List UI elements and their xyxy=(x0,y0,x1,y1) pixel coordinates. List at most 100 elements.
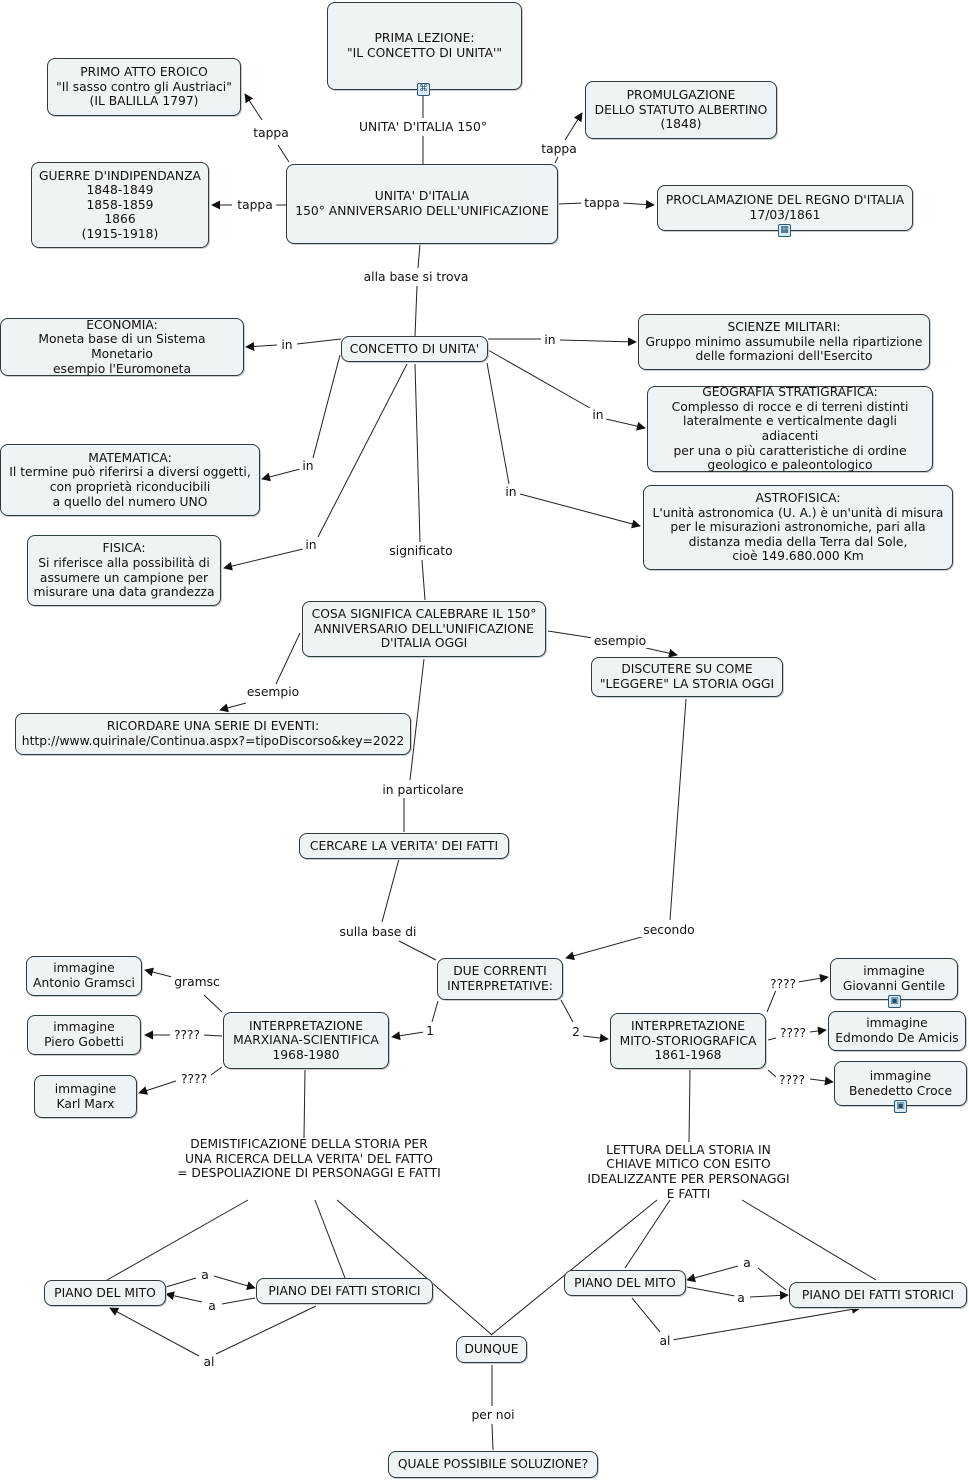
link-unknown: ???? xyxy=(775,1073,809,1087)
edge xyxy=(106,1199,249,1281)
node-unita-main[interactable]: UNITA' D'ITALIA 150° ANNIVERSARIO DELL'U… xyxy=(286,164,558,244)
image-icon[interactable]: ▣ xyxy=(894,1100,907,1113)
link-al: al xyxy=(656,1334,674,1348)
edge xyxy=(336,1199,493,1336)
edge xyxy=(109,1307,200,1357)
node-guerre[interactable]: GUERRE D'INDIPENDANZA 1848-1849 1858-185… xyxy=(31,162,209,248)
edge xyxy=(767,1069,777,1078)
link-al: al xyxy=(200,1355,218,1369)
link-significato: significato xyxy=(386,544,456,558)
node-economia[interactable]: ECONOMIA: Moneta base di un Sistema Mone… xyxy=(0,318,244,376)
node-concetto[interactable]: CONCETTO DI UNITA' xyxy=(341,336,488,362)
node-due-correnti[interactable]: DUE CORRENTI INTERPRETATIVE: xyxy=(437,958,563,1000)
concept-map-icon[interactable]: ⌘ xyxy=(417,83,430,96)
edge xyxy=(686,1265,739,1283)
node-croce[interactable]: immagine Benedetto Croce xyxy=(834,1061,967,1106)
link-tappa: tappa xyxy=(234,198,276,212)
edge xyxy=(620,200,655,210)
link-unita-150: UNITA' D'ITALIA 150° xyxy=(356,120,490,134)
edge xyxy=(223,548,304,571)
node-discutere[interactable]: DISCUTERE SU COME "LEGGERE" LA STORIA OG… xyxy=(591,657,783,697)
edge xyxy=(317,363,408,538)
edge xyxy=(565,935,646,961)
node-gobetti[interactable]: immagine Piero Gobetti xyxy=(27,1015,141,1055)
link-a: a xyxy=(734,1291,748,1305)
node-fisica[interactable]: FISICA: Si riferisce alla possibilità di… xyxy=(27,535,221,606)
node-piano-fatti-right[interactable]: PIANO DEI FATTI STORICI xyxy=(789,1282,967,1308)
edge xyxy=(749,1290,789,1300)
edge xyxy=(165,1277,197,1288)
node-cercare[interactable]: CERCARE LA VERITA' DEI FATTI xyxy=(299,833,509,859)
edge xyxy=(215,1305,317,1355)
edge xyxy=(766,989,777,1013)
edge xyxy=(391,1031,425,1041)
link-one: 1 xyxy=(423,1024,437,1038)
link-in: in xyxy=(302,538,320,552)
node-gramsci[interactable]: immagine Antonio Gramsci xyxy=(26,956,142,996)
edge xyxy=(582,1033,609,1043)
edge xyxy=(491,1423,494,1451)
node-ricordare[interactable]: RICORDARE UNA SERIE DI EVENTI: http://ww… xyxy=(15,713,411,755)
edge xyxy=(669,698,687,921)
node-soluzione[interactable]: QUALE POSSIBILE SOLUZIONE? xyxy=(388,1451,598,1478)
edge xyxy=(797,973,829,983)
link-in: in xyxy=(299,459,317,473)
edge xyxy=(381,858,400,923)
node-astrofisica[interactable]: ASTROFISICA: L'unità astronomica (U. A.)… xyxy=(643,485,953,570)
node-cosa-significa[interactable]: COSA SIGNIFICA CALEBRARE IL 150° ANNIVER… xyxy=(302,601,546,657)
link-tappa: tappa xyxy=(538,142,580,156)
edge xyxy=(741,1199,877,1281)
link-esempio: esempio xyxy=(243,685,303,699)
node-mito-storiografica[interactable]: INTERPRETAZIONE MITO-STORIOGRAFICA 1861-… xyxy=(610,1013,766,1069)
node-statuto[interactable]: PROMULGAZIONE DELLO STATUTO ALBERTINO (1… xyxy=(585,81,777,139)
edge xyxy=(560,999,574,1023)
edge xyxy=(203,994,223,1013)
edge xyxy=(809,1026,827,1036)
node-lettura[interactable]: LETTURA DELLA STORIA IN CHIAVE MITICO CO… xyxy=(587,1142,790,1201)
link-secondo: secondo xyxy=(640,923,698,937)
node-gentile[interactable]: immagine Giovanni Gentile xyxy=(830,958,958,1000)
link-in: in xyxy=(589,408,607,422)
node-primo-atto[interactable]: PRIMO ATTO EROICO "Il sasso contro gli A… xyxy=(47,58,241,116)
link-unknown: ???? xyxy=(766,977,800,991)
edge xyxy=(671,1304,861,1341)
edge xyxy=(767,1037,777,1041)
node-marxiana[interactable]: INTERPRETAZIONE MARXIANA-SCIENTIFICA 196… xyxy=(223,1012,389,1069)
image-icon[interactable]: ▣ xyxy=(888,995,901,1008)
link-esempio: esempio xyxy=(590,634,650,648)
edge xyxy=(409,658,425,781)
link-a: a xyxy=(198,1268,212,1282)
node-prima-lezione[interactable]: PRIMA LEZIONE: "IL CONCETTO DI UNITA'" xyxy=(327,2,522,90)
link-gramsc: gramsc xyxy=(171,975,223,989)
link-per-noi: per noi xyxy=(468,1408,518,1422)
node-demistificazione[interactable]: DEMISTIFICAZIONE DELLA STORIA PER UNA RI… xyxy=(177,1137,441,1181)
edge xyxy=(688,1069,691,1143)
node-piano-mito-right[interactable]: PIANO DEL MITO xyxy=(564,1270,686,1296)
link-alla-base: alla base si trova xyxy=(360,270,472,284)
node-piano-fatti-left[interactable]: PIANO DEI FATTI STORICI xyxy=(256,1278,433,1304)
node-piano-mito-left[interactable]: PIANO DEL MITO xyxy=(44,1280,166,1306)
edge xyxy=(219,702,247,713)
node-deamicis[interactable]: immagine Edmondo De Amicis xyxy=(828,1011,966,1051)
link-a: a xyxy=(205,1299,219,1313)
node-matematica[interactable]: MATEMATICA: Il termine può riferirsi a d… xyxy=(0,444,260,516)
edge xyxy=(165,1291,203,1303)
node-proclamazione[interactable]: PROCLAMAZIONE DEL REGNO D'ITALIA 17/03/1… xyxy=(657,185,913,231)
edge xyxy=(417,243,421,269)
node-marx[interactable]: immagine Karl Marx xyxy=(34,1075,137,1118)
node-scienze[interactable]: SCIENZE MILITARI: Gruppo minimo assumubi… xyxy=(638,314,930,370)
edge xyxy=(809,1076,834,1086)
edge xyxy=(303,1069,306,1139)
edge xyxy=(757,1267,787,1291)
link-a: a xyxy=(740,1256,754,1270)
edge xyxy=(414,285,418,337)
edge xyxy=(431,1000,439,1023)
edge xyxy=(138,1080,177,1095)
node-dunque[interactable]: DUNQUE xyxy=(456,1336,527,1363)
film-icon[interactable]: ▦ xyxy=(778,224,791,237)
edge xyxy=(245,341,278,351)
link-unknown: ???? xyxy=(170,1028,204,1042)
link-tappa: tappa xyxy=(581,196,623,210)
node-geografia[interactable]: GEOGRAFIA STRATIGRAFICA: Complesso di ro… xyxy=(647,385,933,472)
